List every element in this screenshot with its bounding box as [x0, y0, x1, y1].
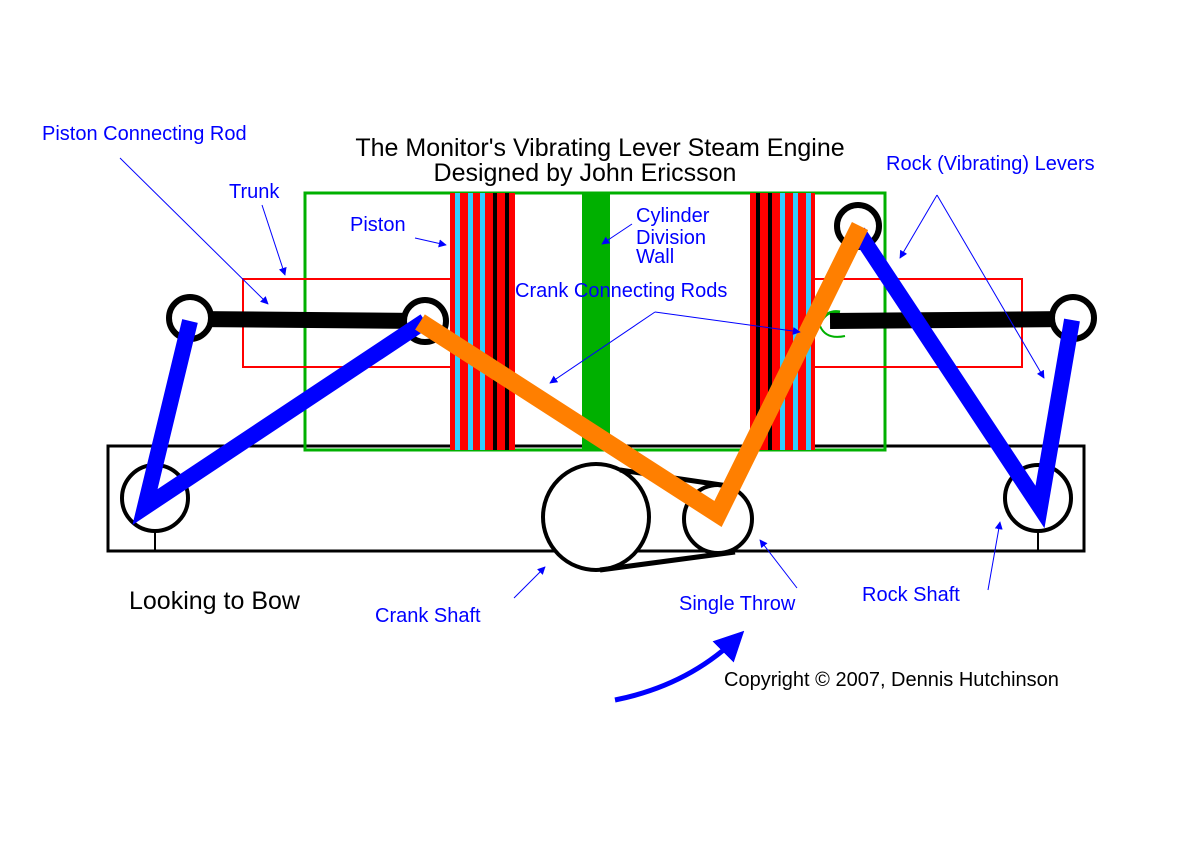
label-crank-connecting-rods: Crank Connecting Rods [515, 280, 727, 302]
copyright-text: Copyright © 2007, Dennis Hutchinson [724, 669, 1059, 691]
pointer-single-throw [759, 539, 798, 589]
title-line-2: Designed by John Ericsson [434, 159, 737, 187]
rock-lever-right [851, 227, 1080, 529]
piston-left [450, 193, 515, 450]
label-single-throw: Single Throw [679, 593, 796, 615]
pointer-rock-shaft [987, 521, 1003, 591]
label-piston: Piston [350, 214, 406, 236]
cylinder-division-wall [582, 193, 610, 450]
pointer-trunk [261, 204, 287, 276]
piston-connecting-rod-right [819, 202, 1097, 342]
rotation-direction-arrow [614, 630, 745, 703]
pointer-rock-lever-left [899, 194, 938, 259]
label-cylinder-wall-2: Division [636, 227, 706, 249]
pointer-crank-shaft [513, 566, 546, 599]
label-cylinder-wall-3: Wall [636, 246, 674, 268]
pointer-cylinder-wall [601, 223, 633, 245]
pointer-piston-connecting-rod [119, 157, 269, 305]
label-crank-shaft: Crank Shaft [375, 605, 481, 627]
label-cylinder-wall-1: Cylinder [636, 205, 710, 227]
rock-lever-left [132, 314, 430, 525]
caption-looking-to-bow: Looking to Bow [129, 587, 301, 615]
label-rock-shaft: Rock Shaft [862, 584, 960, 606]
pointer-rock-lever-right [936, 194, 1045, 379]
pointer-lines [119, 157, 1045, 599]
label-rock-levers: Rock (Vibrating) Levers [886, 153, 1095, 175]
pointer-piston [414, 237, 447, 248]
label-trunk: Trunk [229, 181, 280, 203]
label-piston-connecting-rod: Piston Connecting Rod [42, 123, 247, 145]
crank-connecting-rods [415, 222, 869, 528]
pointer-crank-rod-right [654, 311, 801, 335]
title-line-1: The Monitor's Vibrating Lever Steam Engi… [355, 134, 844, 162]
pointer-crank-rod-left [549, 311, 656, 384]
